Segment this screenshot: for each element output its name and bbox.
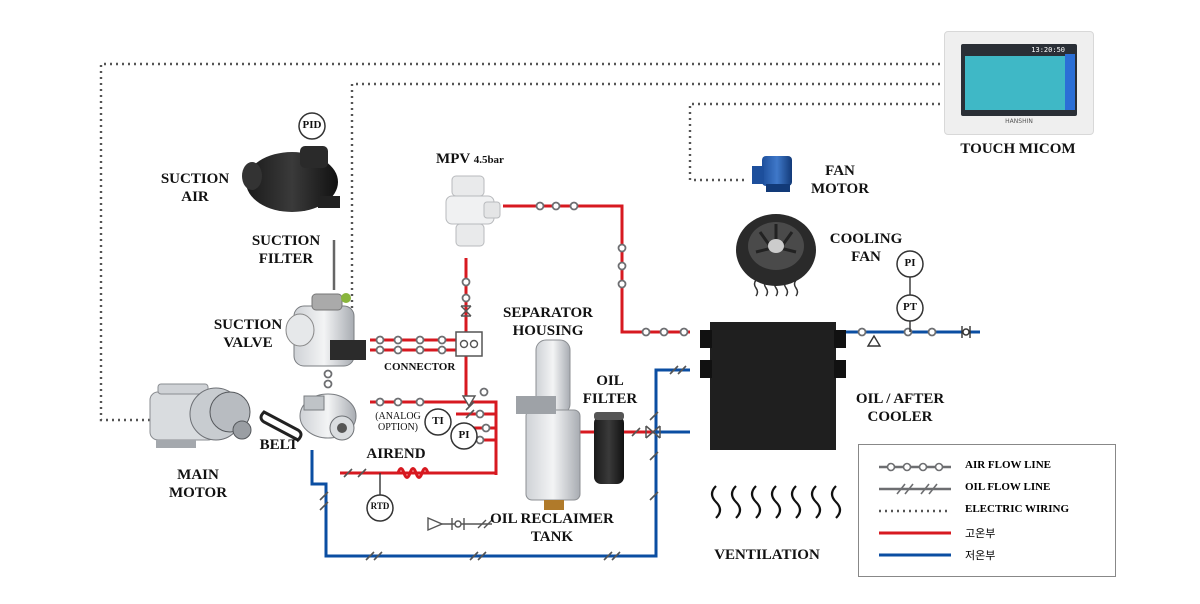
mpv-title: MPV: [436, 151, 470, 167]
hot-lines: [340, 204, 690, 475]
micom-clock: 13:20:50: [1031, 46, 1065, 54]
legend-label: AIR FLOW LINE: [965, 459, 1051, 471]
suction-valve-image: [285, 293, 366, 367]
cold-lines: [310, 330, 980, 558]
oil-after-cooler-label: OIL / AFTER COOLER: [855, 391, 945, 425]
pi-cooler-label: PI: [904, 257, 916, 269]
suction-valve-label: SUCTION VALVE: [213, 317, 283, 351]
pi-gauge: [450, 422, 478, 450]
separator-valve-icon: [460, 305, 472, 317]
main-motor-image: [149, 383, 252, 448]
electric-wiring-icon: [879, 509, 951, 513]
ventilation-label: VENTILATION: [714, 547, 820, 563]
pi-label: PI: [458, 429, 470, 441]
suction-filter-label: SUCTION FILTER: [251, 233, 321, 267]
oil-flow-hashes: [319, 365, 687, 561]
airend-coil-icon: [396, 467, 430, 479]
micom-brand: HANSHIN: [1005, 118, 1033, 125]
belt-icon: [259, 410, 303, 442]
main-motor-label: MAIN MOTOR: [168, 467, 228, 501]
fan-motor-image: [752, 156, 792, 192]
suction-filter-image: [242, 146, 340, 212]
legend-item-oil-flow: OIL FLOW LINE: [877, 479, 1107, 499]
pid-gauge: [298, 112, 326, 140]
mpv-pressure: 4.5bar: [473, 154, 504, 166]
legend-label: OIL FLOW LINE: [965, 481, 1051, 493]
airend-label: AIREND: [366, 446, 426, 462]
mpv-valve-image: [445, 175, 501, 247]
legend-item-cold: 저온부: [877, 545, 1107, 565]
analog-option-label: (ANALOG OPTION): [375, 411, 421, 433]
air-flow-nodes: [323, 201, 937, 445]
micom-screen-diagram: [965, 56, 1065, 110]
touch-micom-screen: 13:20:50: [961, 44, 1077, 116]
micom-screen-sidebar: [1065, 54, 1075, 110]
cooling-fan-label: COOLING FAN: [829, 231, 903, 265]
ventilation-wave-icons: [710, 485, 842, 519]
separator-housing-image: [516, 339, 581, 510]
air-flow-line-icon: [879, 462, 951, 472]
legend-item-air-flow: AIR FLOW LINE: [877, 457, 1107, 477]
check-valve-icon-cooler: [866, 334, 882, 347]
connector-label: CONNECTOR: [384, 361, 456, 373]
legend-item-hot: 고온부: [877, 523, 1107, 543]
ti-label: TI: [432, 415, 444, 427]
electric-wiring: [99, 62, 940, 422]
separator-housing-label: SEPARATOR HOUSING: [502, 305, 593, 339]
legend: AIR FLOW LINE OIL FLOW LINE ELECTRIC WIR…: [858, 444, 1116, 577]
belt-label: BELT: [259, 437, 299, 453]
cooling-fan-image: [736, 214, 816, 286]
oil-filter-image: [594, 412, 624, 484]
oil-flow-line-icon: [879, 483, 951, 495]
fan-motor-label: FAN MOTOR: [810, 163, 870, 197]
touch-micom-panel: 13:20:50 HANSHIN: [944, 31, 1094, 135]
hot-line-icon: [879, 531, 951, 535]
pid-label: PID: [302, 119, 322, 131]
cold-line-icon: [879, 553, 951, 557]
ti-gauge: [424, 408, 452, 436]
suction-air-label: SUCTION AIR: [160, 171, 230, 205]
drain-valve-icon: [961, 326, 971, 338]
airend-image: [299, 393, 357, 441]
legend-label: 고온부: [965, 527, 996, 540]
legend-label: ELECTRIC WIRING: [965, 503, 1070, 515]
oil-reclaimer-tank-label: OIL RECLAIMER TANK: [490, 511, 614, 545]
legend-label: 저온부: [965, 549, 996, 562]
connector-icon: [455, 331, 483, 357]
pt-label: PT: [902, 301, 918, 313]
thermo-valve-icon: [645, 425, 661, 439]
legend-item-electric: ELECTRIC WIRING: [877, 501, 1107, 521]
check-valve-icon: [461, 395, 477, 408]
oil-after-cooler-image: [700, 322, 846, 450]
oil-reclaimer-drain-icon: [427, 516, 493, 532]
oil-filter-label: OIL FILTER: [582, 373, 638, 407]
rtd-label: RTD: [370, 501, 390, 511]
touch-micom-label: TOUCH MICOM: [960, 141, 1076, 157]
mpv-label: MPV 4.5bar: [420, 150, 520, 169]
